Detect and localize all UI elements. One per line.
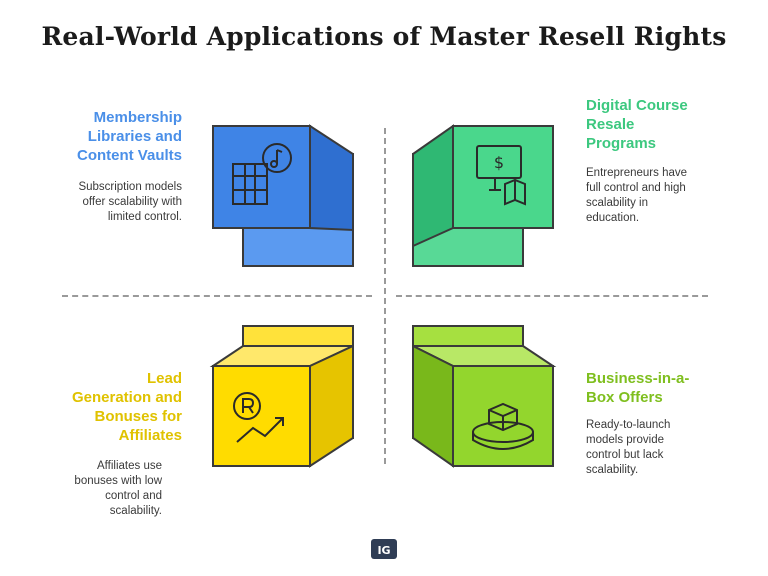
membership-label-line-3: Content Vaults	[76, 147, 182, 164]
lead-desc-line-4: scalability.	[109, 505, 162, 517]
digital-course-label: Digital Course Resale Programs	[586, 96, 726, 153]
books-music-icon	[232, 143, 292, 205]
membership-desc-line-3: limited control.	[107, 211, 182, 223]
membership-description: Subscription models offer scalability wi…	[40, 180, 182, 225]
business-desc-line-2: models provide	[586, 434, 664, 446]
digital-desc-line-3: scalability in	[586, 197, 648, 209]
lead-desc-line-2: bonuses with low	[74, 475, 162, 487]
business-label-line-1: Business-in-a-	[586, 370, 690, 387]
membership-desc-line-1: Subscription models	[78, 181, 182, 193]
lead-label-line-2: Generation and	[71, 389, 182, 406]
lead-label-line-1: Lead	[146, 370, 182, 387]
lead-desc-line-3: control and	[105, 490, 162, 502]
business-desc-line-1: Ready-to-launch	[586, 419, 671, 431]
box-on-platform-icon	[472, 402, 534, 450]
business-in-a-box-label: Business-in-a- Box Offers	[586, 369, 726, 407]
business-desc-line-4: scalability.	[586, 464, 639, 476]
digital-course-description: Entrepreneurs have full control and high…	[586, 166, 726, 226]
lead-generation-label: Lead Generation and Bonuses for Affiliat…	[40, 369, 182, 445]
membership-label: Membership Libraries and Content Vaults	[40, 108, 182, 165]
membership-desc-line-2: offer scalability with	[82, 196, 183, 208]
membership-label-line-1: Membership	[93, 109, 182, 126]
lead-label-line-3: Bonuses for	[94, 408, 182, 425]
registered-growth-icon	[233, 392, 284, 443]
membership-cube	[212, 124, 354, 267]
business-in-a-box-cube	[412, 325, 557, 468]
digital-label-line-1: Digital Course	[586, 97, 688, 114]
digital-desc-line-1: Entrepreneurs have	[586, 167, 688, 179]
horizontal-divider-left	[62, 295, 372, 297]
digital-label-line-2: Resale	[586, 116, 635, 133]
logo-text: IG	[377, 544, 390, 557]
digital-label-line-3: Programs	[586, 135, 657, 152]
brand-logo: IG	[371, 539, 397, 559]
digital-desc-line-4: education.	[586, 212, 640, 224]
page-title: Real-World Applications of Master Resell…	[41, 22, 727, 51]
business-label-line-2: Box Offers	[586, 389, 663, 406]
digital-course-cube: $	[412, 124, 554, 267]
digital-desc-line-2: full control and high	[586, 182, 686, 194]
lead-generation-cube	[209, 325, 354, 468]
business-desc-line-3: control but lack	[586, 449, 664, 461]
dollar-symbol: $	[494, 153, 504, 172]
horizontal-divider-right	[396, 295, 708, 297]
dollar-monitor-book-icon	[476, 145, 526, 206]
lead-generation-description: Affiliates use bonuses with low control …	[40, 459, 162, 519]
membership-label-line-2: Libraries and	[87, 128, 182, 145]
vertical-divider	[384, 128, 386, 464]
lead-label-line-4: Affiliates	[118, 427, 182, 444]
business-in-a-box-description: Ready-to-launch models provide control b…	[586, 418, 726, 478]
lead-desc-line-1: Affiliates use	[97, 460, 162, 472]
